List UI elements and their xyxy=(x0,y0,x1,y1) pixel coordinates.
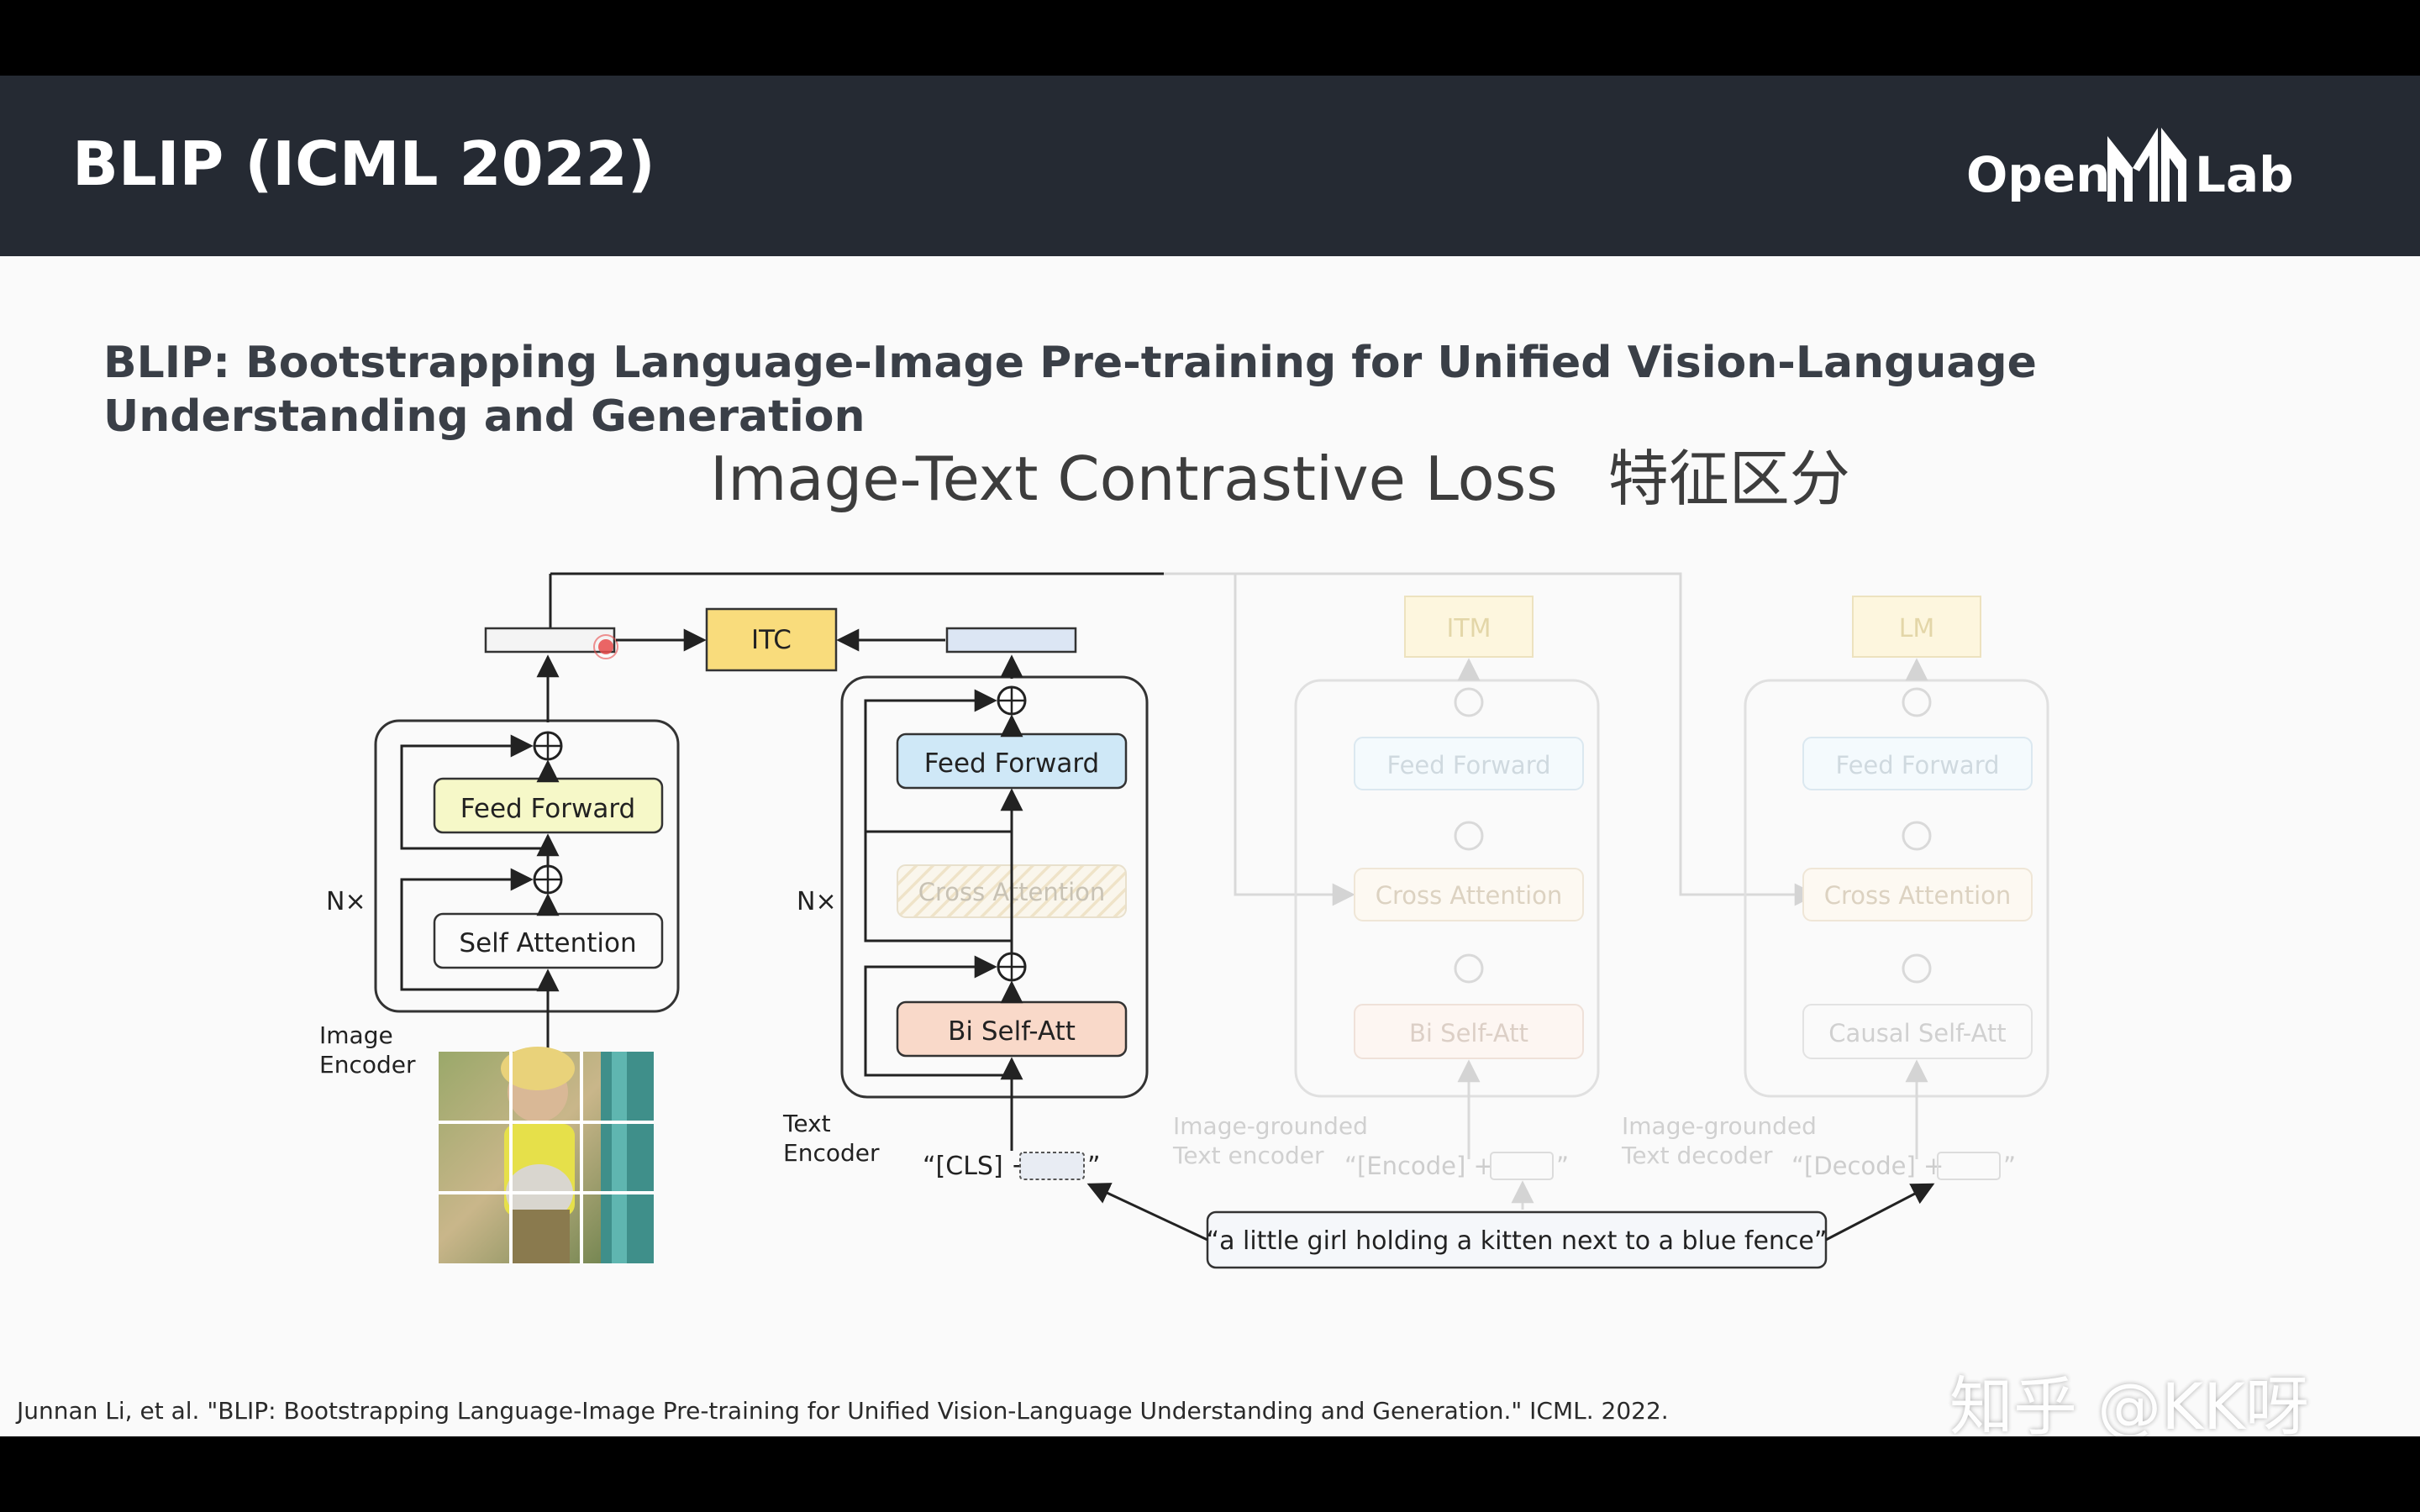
text-encoder-caption-2: Encoder xyxy=(783,1139,880,1167)
faint-feed-forward-1: Feed Forward xyxy=(1386,751,1550,780)
openmmlab-logo: Open Lab xyxy=(1966,128,2294,203)
faint-branches: ITM Feed Forward Cross Attention Bi Self… xyxy=(1164,572,2049,1210)
encode-suffix: ” xyxy=(1556,1152,1569,1180)
image-grounded-encoder: ITM Feed Forward Cross Attention Bi Self… xyxy=(1172,596,1600,1210)
text-bi-self-att: Bi Self-Att xyxy=(948,1016,1076,1047)
logo-text-right: Lab xyxy=(2195,146,2294,203)
text-feed-forward: Feed Forward xyxy=(924,748,1099,779)
caption-text: “a little girl holding a kitten next to … xyxy=(1207,1226,1828,1256)
paper-title: BLIP: Bootstrapping Language-Image Pre-t… xyxy=(103,338,2037,442)
letterbox-bottom xyxy=(0,1436,2420,1512)
mm-logo-mark-icon xyxy=(2107,128,2186,202)
image-self-attention: Self Attention xyxy=(459,928,636,958)
lm-label: LM xyxy=(1899,614,1935,643)
faint-caption-decoder-1: Image-grounded xyxy=(1622,1112,1817,1140)
header-bar xyxy=(0,76,2420,256)
faint-caption-decoder-2: Text decoder xyxy=(1621,1142,1773,1169)
cls-suffix: ” xyxy=(1087,1152,1101,1181)
decode-prefix: “[Decode] + xyxy=(1791,1152,1944,1180)
itc-label: ITC xyxy=(751,625,792,655)
itc-module: ITC xyxy=(616,607,945,672)
image-feed-forward: Feed Forward xyxy=(460,794,635,824)
section-title-english: Image-Text Contrastive Loss xyxy=(710,444,1558,514)
logo-text-left: Open xyxy=(1966,146,2110,203)
faint-cross-attention-1: Cross Attention xyxy=(1376,881,1563,910)
cls-prefix: “[CLS] + xyxy=(923,1152,1032,1181)
encode-prefix: “[Encode] + xyxy=(1344,1152,1494,1180)
input-photo-girl-with-kitten xyxy=(439,1047,654,1263)
caption-input: “a little girl holding a kitten next to … xyxy=(1086,1183,1935,1269)
section-title-chinese: 特征区分 xyxy=(1607,444,1850,514)
faint-causal-self-att: Causal Self-Att xyxy=(1828,1019,2006,1047)
cursor-dot-icon xyxy=(598,639,613,654)
faint-bi-self-att: Bi Self-Att xyxy=(1409,1019,1528,1047)
text-encoder-caption-1: Text xyxy=(782,1110,831,1137)
text-feature-embedding xyxy=(945,627,1077,654)
citation: Junnan Li, et al. "BLIP: Bootstrapping L… xyxy=(17,1397,1669,1425)
image-feature-embedding xyxy=(484,627,616,654)
faint-feed-forward-2: Feed Forward xyxy=(1835,751,1999,780)
image-grounded-decoder: LM Feed Forward Cross Attention Causal S… xyxy=(1621,596,2049,1180)
image-encoder-caption-2: Encoder xyxy=(319,1051,416,1079)
faint-caption-encoder-1: Image-grounded xyxy=(1173,1112,1368,1140)
section-title: Image-Text Contrastive Loss 特征区分 xyxy=(710,437,1850,521)
text-encoder: Feed Forward Cross Attention Bi Self-Att… xyxy=(782,627,1149,1181)
image-encoder-caption-1: Image xyxy=(319,1021,393,1049)
image-repeat-label: N× xyxy=(326,887,366,916)
text-repeat-label: N× xyxy=(797,887,837,916)
faint-cross-attention-2: Cross Attention xyxy=(1824,881,2012,910)
slide-title: BLIP (ICML 2022) xyxy=(72,129,655,199)
decode-suffix: ” xyxy=(2003,1152,2016,1180)
image-encoder: Feed Forward Self Attention N× Image Enc… xyxy=(319,572,1164,1263)
letterbox-top xyxy=(0,0,2420,76)
zhihu-watermark: 知乎 @KK呀 xyxy=(1949,1369,2309,1444)
faint-caption-encoder-2: Text encoder xyxy=(1172,1142,1324,1169)
itm-label: ITM xyxy=(1446,614,1491,643)
